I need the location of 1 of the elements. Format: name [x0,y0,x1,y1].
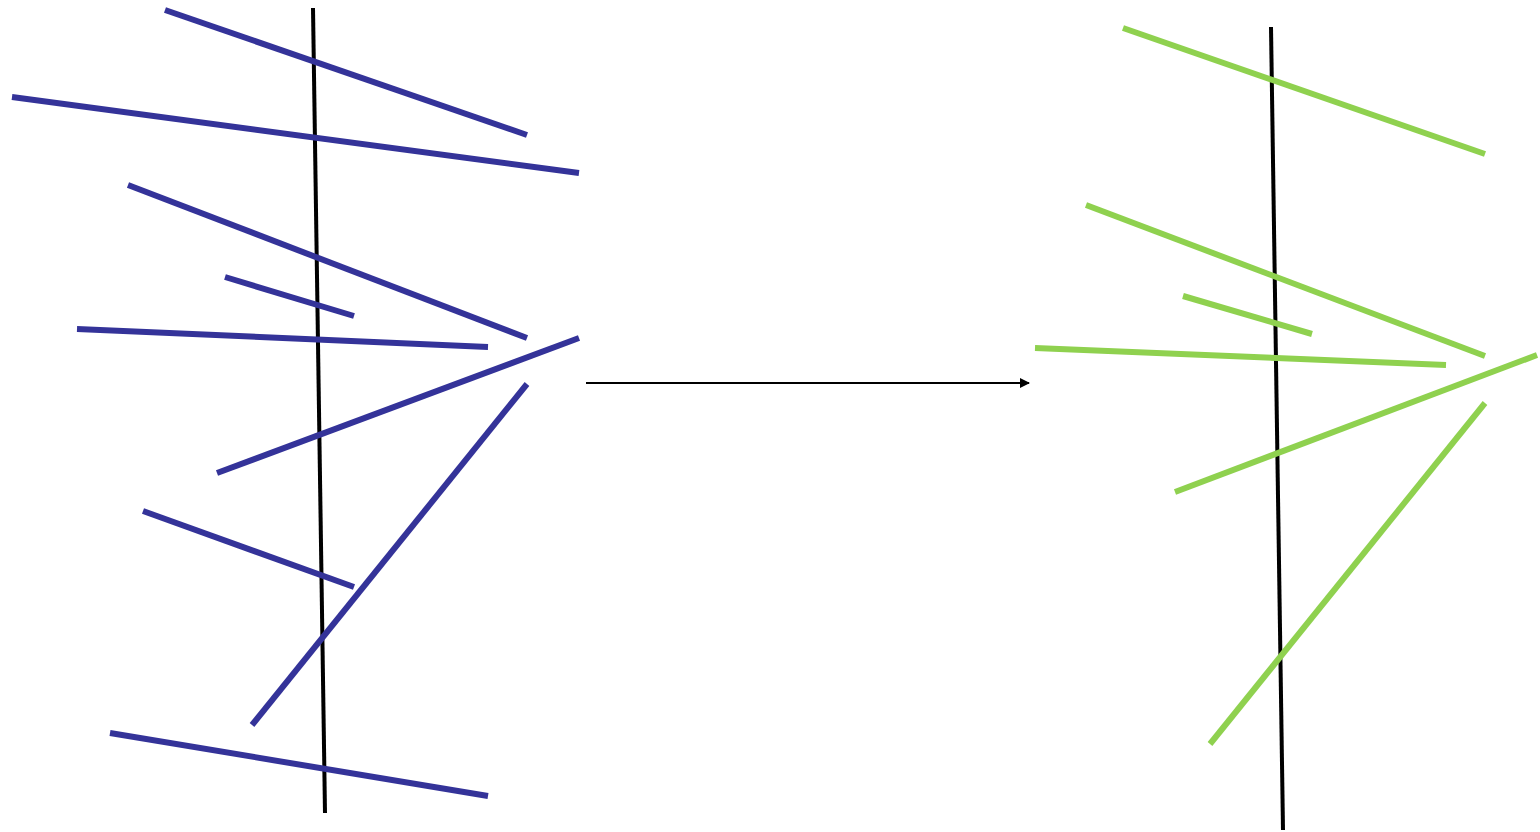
arrow [585,378,1030,388]
